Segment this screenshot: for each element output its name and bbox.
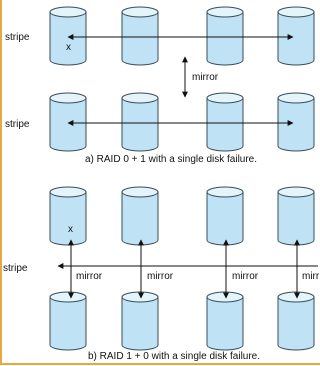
raid10-mirror-label-4: mirr <box>302 271 320 282</box>
raid10-caption: b) RAID 1 + 0 with a single disk failure… <box>88 351 260 362</box>
raid10-upper-disk-4 <box>277 186 315 246</box>
raid01-mirror-label: mirror <box>192 72 219 83</box>
raid10-mirror-label-2: mirror <box>147 271 174 282</box>
raid10-mirror-label-3: mirror <box>232 271 259 282</box>
raid01-lower-disk-4 <box>277 92 315 152</box>
raid01-caption: a) RAID 0 + 1 with a single disk failure… <box>85 154 257 165</box>
raid01-lower-stripe-label: stripe <box>5 119 30 130</box>
raid10-upper-disk-3 <box>206 186 244 246</box>
raid10-upper-disks <box>49 186 315 246</box>
raid01-lower-disk-1 <box>49 92 87 152</box>
raid10-upper-disk-2 <box>121 186 159 246</box>
raid10-upper-disk-1 <box>49 186 87 246</box>
raid01-failed-disk-mark: x <box>66 42 71 53</box>
raid10-failed-disk-mark: x <box>68 224 73 235</box>
raid10-lower-disk-1 <box>49 291 87 351</box>
raid10-diagram: x stripe mirror mirror mirror mirr b) RA… <box>3 186 320 362</box>
raid01-upper-disk-3 <box>206 6 244 66</box>
raid01-diagram: stripe stripe x mirror a) RAID 0 + 1 wit… <box>5 6 315 165</box>
raid01-upper-disk-1 <box>49 6 87 66</box>
raid10-lower-disks <box>49 291 315 351</box>
raid01-lower-disk-3 <box>206 92 244 152</box>
raid01-lower-disk-2 <box>121 92 159 152</box>
raid10-lower-disk-3 <box>206 291 244 351</box>
raid10-lower-disk-2 <box>121 291 159 351</box>
raid01-upper-stripe-disks <box>49 6 315 66</box>
raid10-lower-disk-4 <box>277 291 315 351</box>
raid01-lower-stripe-disks <box>49 92 315 152</box>
raid10-stripe-label: stripe <box>3 263 28 274</box>
raid10-mirror-label-1: mirror <box>76 271 103 282</box>
raid01-upper-disk-2 <box>121 6 159 66</box>
raid01-upper-disk-4 <box>277 6 315 66</box>
raid01-upper-stripe-label: stripe <box>5 32 30 43</box>
